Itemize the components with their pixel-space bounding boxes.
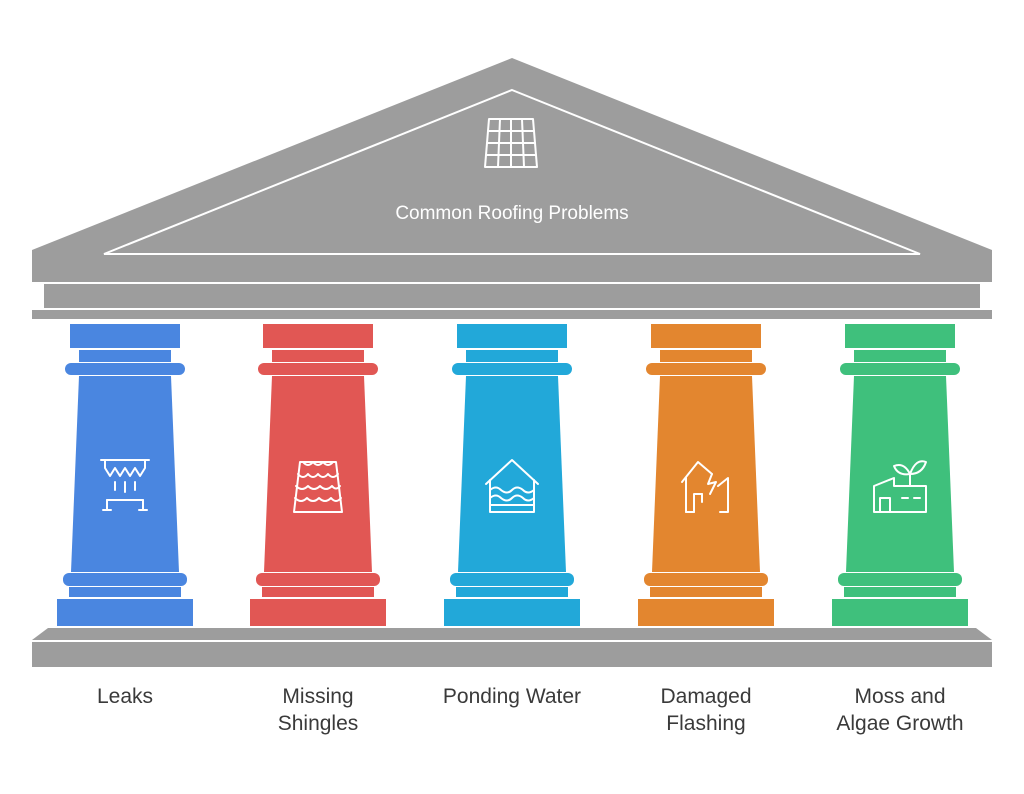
base-step	[32, 628, 992, 640]
pillar-moss-algae	[832, 324, 968, 626]
pillar-capital-ring	[646, 363, 766, 375]
roof-tiles-icon	[484, 118, 538, 168]
flooded-house-icon	[485, 459, 539, 513]
pillar-base-ring	[256, 573, 380, 586]
pillar-label-line: Flashing	[666, 712, 746, 735]
pillar-plinth	[57, 599, 193, 626]
pillar-capital-ring	[65, 363, 185, 375]
pillar-capital-ring	[452, 363, 572, 375]
pillar-label-leaks: Leaks	[40, 683, 210, 710]
pillar-plinth	[832, 599, 968, 626]
pillar-base-neck	[456, 587, 568, 597]
shingles-icon	[293, 461, 343, 513]
pillar-capital-ring	[258, 363, 378, 375]
pillar-base-ring	[63, 573, 187, 586]
pillar-leaks	[57, 324, 193, 626]
pillar-base-ring	[838, 573, 962, 586]
pillar-capital-top	[70, 324, 180, 348]
pillar-shaft	[71, 376, 179, 572]
pillar-label-line: Leaks	[96, 685, 154, 708]
pillar-shaft	[458, 376, 566, 572]
pillar-base-ring	[644, 573, 768, 586]
pillar-capital-top	[845, 324, 955, 348]
entablature-band	[32, 310, 992, 319]
broken-house-icon	[681, 461, 729, 513]
pillar-base-neck	[69, 587, 181, 597]
pillar-label-line: Damaged	[660, 685, 752, 708]
pillar-plinth	[444, 599, 580, 626]
pillar-base-neck	[650, 587, 762, 597]
pillar-damaged-flashing	[638, 324, 774, 626]
pillar-capital-top	[651, 324, 761, 348]
pillar-capital-top	[457, 324, 567, 348]
pillar-capital-top	[263, 324, 373, 348]
pillar-neck	[272, 350, 364, 362]
pillar-plinth	[638, 599, 774, 626]
pillar-label-line: Moss and	[854, 685, 946, 708]
pillar-plinth	[250, 599, 386, 626]
pillar-base-ring	[450, 573, 574, 586]
pediment-shape	[32, 58, 992, 282]
pediment: Common Roofing Problems	[32, 58, 992, 282]
pillar-label-line: Algae Growth	[836, 712, 964, 735]
pillar-missing-shingles	[250, 324, 386, 626]
base-slab	[32, 642, 992, 667]
pillars	[57, 324, 968, 626]
entablature	[44, 284, 980, 308]
pillar-label-line: Ponding Water	[442, 685, 582, 708]
pillar-ponding-water	[444, 324, 580, 626]
pillar-neck	[466, 350, 558, 362]
diagram-title: Common Roofing Problems	[395, 203, 628, 224]
pillar-base-neck	[262, 587, 374, 597]
pediment-inner-outline	[103, 88, 921, 255]
pillar-neck	[854, 350, 946, 362]
pillar-base-neck	[844, 587, 956, 597]
pillar-label-line: Shingles	[277, 712, 359, 735]
pillar-neck	[79, 350, 171, 362]
pillar-label-ponding-water: Ponding Water	[427, 683, 597, 710]
pillar-neck	[660, 350, 752, 362]
plant-building-icon	[873, 460, 927, 513]
dripping-roof-icon	[100, 459, 150, 511]
pillar-shaft	[652, 376, 760, 572]
pillar-label-line: Missing	[282, 685, 354, 708]
pillar-capital-ring	[840, 363, 960, 375]
